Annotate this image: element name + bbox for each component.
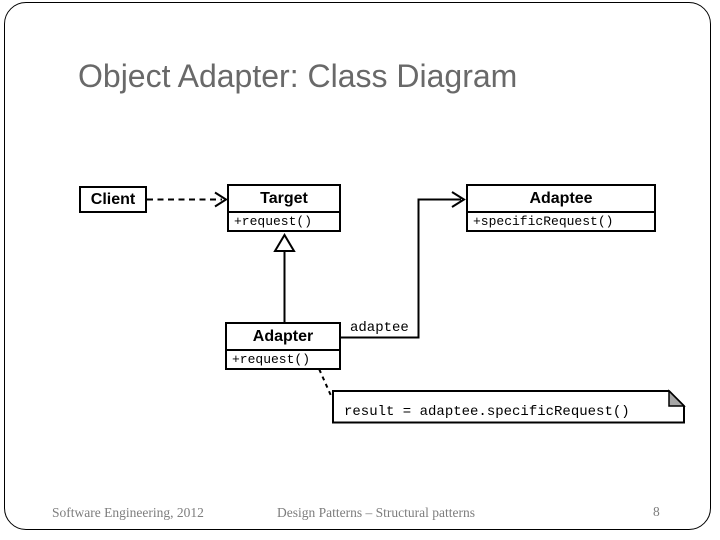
target-class-box: Target +request() [227,184,341,232]
client-class-box: Client [79,186,147,213]
slide-border [4,2,711,530]
client-target-dependency-line [147,191,228,208]
adaptee-class-name: Adaptee [529,190,593,207]
footer-topic-label: Design Patterns – Structural patterns [277,505,475,520]
note-fold-icon [668,389,686,407]
adaptee-class-method: +specificRequest() [468,211,654,230]
footer-course-label: Software Engineering, 2012 [52,505,204,520]
adapter-class-method: +request() [227,349,339,368]
target-class-name: Target [260,190,308,207]
note-anchor-line [315,361,333,399]
adapter-target-generalization-line [273,233,296,323]
client-class-name: Client [90,191,136,208]
hollow-triangle-icon [273,233,296,252]
association-role-label: adaptee [350,320,409,336]
page-title: Object Adapter: Class Diagram [78,58,518,94]
target-class-method: +request() [229,211,339,230]
adapter-class-box: Adapter +request() [225,322,341,370]
adaptee-class-box: Adaptee +specificRequest() [466,184,656,232]
open-arrowhead-icon [451,191,466,208]
note-text: result = adaptee.specificRequest() [344,404,630,420]
open-arrowhead-icon [214,191,228,208]
note-shape [332,389,686,424]
adapter-adaptee-association-line [341,191,466,339]
adapter-class-name: Adapter [252,328,314,345]
footer-page-number: 8 [653,504,660,519]
